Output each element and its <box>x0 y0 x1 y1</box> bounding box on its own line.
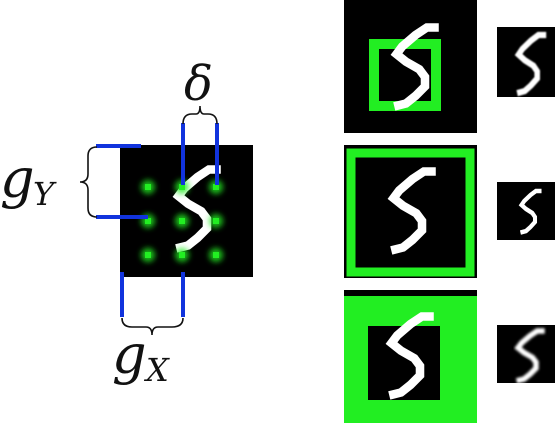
delta-label: δ <box>184 56 213 112</box>
grid-point <box>145 218 151 224</box>
gy-brace <box>79 146 98 218</box>
attention-grid-panel <box>120 145 253 277</box>
grid-point <box>213 218 219 224</box>
crop-panel-blurred <box>344 290 477 423</box>
crop-panel-full <box>344 145 477 278</box>
grid-point <box>179 218 185 224</box>
attention-box <box>346 148 475 277</box>
svg-text:X: X <box>143 351 170 389</box>
glimpse-blurred <box>497 325 555 383</box>
grid-point <box>145 184 151 190</box>
grid-point <box>179 252 185 258</box>
svg-text:g: g <box>0 147 35 210</box>
svg-text:g: g <box>112 323 147 386</box>
braces <box>79 105 218 336</box>
gx-label: g X <box>112 323 170 389</box>
glimpse-full <box>497 182 555 240</box>
grid-points <box>141 180 223 262</box>
gy-label: g Y <box>0 147 57 213</box>
svg-text:Y: Y <box>33 175 57 213</box>
delta-brace <box>182 105 218 125</box>
crop-panel-tight <box>344 0 477 133</box>
grid-point <box>179 184 185 190</box>
bracket-lines <box>96 123 219 317</box>
grid-point <box>213 252 219 258</box>
gx-brace <box>121 317 184 336</box>
grid-point <box>213 184 219 190</box>
glimpse-tight <box>497 27 555 97</box>
grid-point <box>145 252 151 258</box>
